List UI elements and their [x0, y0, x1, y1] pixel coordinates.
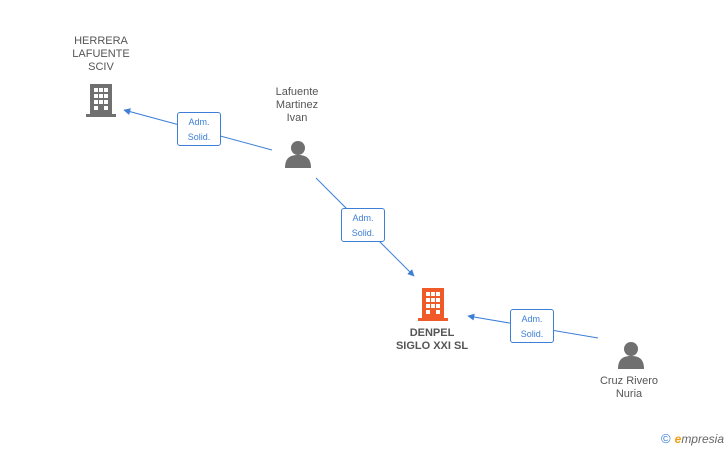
- brand-name: empresia: [675, 432, 724, 446]
- edge-badge-line2: Solid.: [187, 132, 211, 142]
- node-label-denpel[interactable]: DENPEL SIGLO XXI SL: [395, 327, 469, 352]
- person-icon[interactable]: [618, 342, 644, 369]
- node-label-lafuente[interactable]: Lafuente Martinez Ivan: [275, 86, 319, 124]
- brand-initial: e: [674, 431, 682, 446]
- edge-badge-cruz-denpel: Adm. Solid.: [510, 309, 554, 343]
- edge-badge-line1: Adm.: [352, 213, 374, 223]
- copyright-symbol: ©: [661, 431, 671, 446]
- edge-badge-lafuente-denpel: Adm. Solid.: [341, 208, 385, 242]
- node-label-cruz[interactable]: Cruz Rivero Nuria: [599, 375, 659, 400]
- edge-badge-lafuente-herrera: Adm. Solid.: [177, 112, 221, 146]
- edge-badge-line1: Adm.: [188, 117, 210, 127]
- empresia-watermark: © empresia: [661, 431, 724, 446]
- person-icon[interactable]: [285, 141, 311, 168]
- edge-badge-line1: Adm.: [521, 314, 543, 324]
- brand-rest: mpresia: [681, 431, 724, 446]
- building-icon-focus[interactable]: [418, 288, 448, 321]
- node-label-herrera[interactable]: HERRERA LAFUENTE SCIV: [72, 35, 130, 73]
- building-icon[interactable]: [86, 84, 116, 117]
- edge-badge-line2: Solid.: [520, 329, 544, 339]
- edge-badge-line2: Solid.: [351, 228, 375, 238]
